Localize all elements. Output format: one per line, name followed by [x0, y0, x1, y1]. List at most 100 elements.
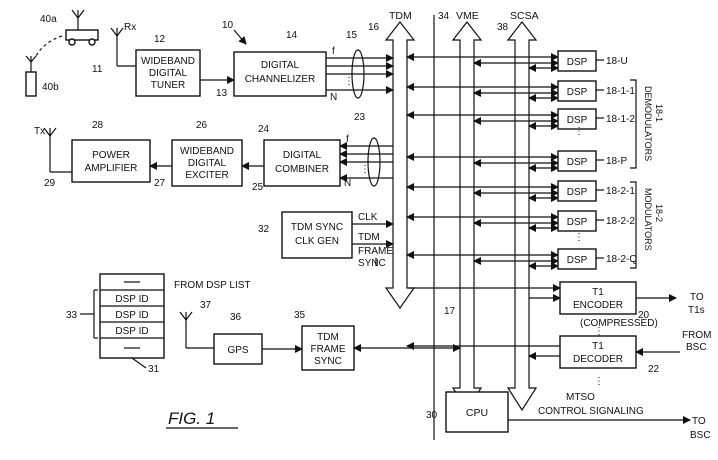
ref-38: 38	[497, 22, 509, 33]
ref-22: 22	[648, 364, 660, 375]
ref-40a: 40a	[40, 14, 57, 25]
modulators-ref: 18-2	[654, 204, 664, 222]
ref-30: 30	[426, 410, 438, 421]
wideband-digital-tuner: WIDEBAND DIGITAL TUNER	[136, 50, 200, 96]
dsp-ref-label: 18-2-1	[606, 186, 635, 197]
ref-10: 10	[222, 20, 234, 31]
from-dsp-list-label: FROM DSP LIST	[174, 280, 251, 291]
svg-text:⋮: ⋮	[594, 376, 604, 387]
to-t1s-line2: T1s	[688, 305, 705, 316]
vme-bus	[453, 22, 481, 410]
ref-33: 33	[66, 310, 78, 321]
ref-29: 29	[44, 178, 56, 189]
rx-label: Rx	[124, 22, 136, 33]
frame-sync-line3: SYNC	[358, 258, 386, 269]
combiner-f1-label: f	[346, 134, 349, 145]
from-bsc-line1: FROM	[682, 330, 711, 341]
dsp-ref-label: 18-2-Q	[606, 254, 637, 265]
combiner-line2: COMBINER	[275, 164, 329, 175]
digital-channelizer: DIGITAL CHANNELIZER	[234, 52, 326, 96]
to-bsc-line1: TO	[692, 416, 706, 427]
dsp-ref-label: 18-1-2	[606, 114, 635, 125]
dsp-list: DSP ID DSP ID DSP ID	[100, 274, 164, 358]
tx-label: Tx	[34, 126, 45, 137]
exciter-line1: WIDEBAND	[180, 146, 234, 157]
ref-13: 13	[216, 88, 228, 99]
gps-label: GPS	[227, 345, 248, 356]
t1-decoder-line2: DECODER	[573, 354, 623, 365]
tuner-line3: TUNER	[151, 80, 185, 91]
tdm-sync-clk-gen: TDM SYNC CLK GEN	[282, 212, 352, 258]
dsp-id-2: DSP ID	[115, 310, 148, 321]
ref-32: 32	[258, 224, 270, 235]
rx-antenna-icon	[111, 28, 136, 66]
vme-bus-label: VME	[456, 10, 479, 22]
frame-sync-line2: FRAME	[358, 246, 393, 257]
channel-f1-label: f	[332, 46, 335, 57]
power-amplifier: POWER AMPLIFIER	[72, 140, 150, 182]
channelizer-line2: CHANNELIZER	[245, 74, 316, 85]
t1-encoder: T1 ENCODER	[560, 282, 636, 314]
ref-12: 12	[154, 34, 166, 45]
dsp-label: DSP	[567, 87, 588, 98]
dsp-ref-label: 18-U	[606, 56, 628, 67]
modulators-label: MODULATORS	[643, 188, 653, 251]
dsp-label: DSP	[567, 157, 588, 168]
ref-11: 11	[92, 64, 103, 75]
combiner-n-label: N	[344, 178, 351, 189]
tdm-sync-line1: TDM SYNC	[291, 222, 343, 233]
ref-26: 26	[196, 120, 208, 131]
channelizer-line1: DIGITAL	[261, 60, 300, 71]
dsp-ref-label: 18-P	[606, 156, 627, 167]
ref-36: 36	[230, 312, 242, 323]
to-t1s-line1: TO	[690, 292, 704, 303]
gps-antenna-icon	[180, 312, 214, 348]
ref-23: 23	[354, 112, 366, 123]
tdm-frame-sync: TDM FRAME SYNC	[302, 326, 354, 370]
clk-label: CLK	[358, 212, 378, 223]
ref-10-leader	[234, 30, 246, 44]
cpu-label: CPU	[466, 407, 488, 419]
t1-encoder-line2: ENCODER	[573, 300, 623, 311]
mobile-vehicle-icon	[66, 10, 98, 45]
dsp-label: DSP	[567, 217, 588, 228]
gps-block: GPS	[214, 334, 262, 364]
dsp-label: DSP	[567, 57, 588, 68]
demodulators-label: DEMODULATORS	[643, 86, 653, 161]
handset-icon	[26, 56, 36, 96]
ref-17: 17	[444, 306, 456, 317]
dsp-ref-label: 18-1-1	[606, 86, 635, 97]
tuner-line2: DIGITAL	[149, 68, 188, 79]
figure-caption: FIG. 1	[168, 409, 215, 428]
exciter-line3: EXCITER	[185, 170, 228, 181]
t1-encoder-line1: T1	[592, 287, 604, 298]
mtso-line2: CONTROL SIGNALING	[538, 406, 644, 417]
frame-sync-block-line2: FRAME	[311, 344, 346, 355]
dsp-label: DSP	[567, 115, 588, 126]
tdm-bus	[386, 22, 414, 308]
combiner-line1: DIGITAL	[283, 150, 322, 161]
ref-14: 14	[286, 30, 298, 41]
digital-combiner: DIGITAL COMBINER	[264, 140, 340, 186]
ref-37: 37	[200, 300, 212, 311]
frame-sync-block-line3: SYNC	[314, 356, 342, 367]
dsp-id-1: DSP ID	[115, 294, 148, 305]
radio-link-dashed	[36, 36, 62, 56]
ref-25: 25	[252, 182, 264, 193]
dsp-label: DSP	[567, 255, 588, 266]
cpu-block: CPU	[446, 392, 508, 432]
scsa-bus-label: SCSA	[510, 10, 539, 22]
ref-28: 28	[92, 120, 104, 131]
ref-31: 31	[148, 364, 160, 375]
dsp-gap-dots-mod: ⋮	[574, 232, 584, 243]
t1-decoder: T1 DECODER	[560, 336, 636, 368]
ref-24: 24	[258, 124, 270, 135]
dsp-id-3: DSP ID	[115, 326, 148, 337]
tx-antenna-icon	[44, 128, 72, 172]
ref-40b: 40b	[42, 82, 59, 93]
scsa-bus	[508, 22, 536, 410]
compressed-label: (COMPRESSED)	[580, 318, 658, 329]
from-bsc-line2: BSC	[686, 342, 707, 353]
dsp-ref-label: 18-2-2	[606, 216, 635, 227]
